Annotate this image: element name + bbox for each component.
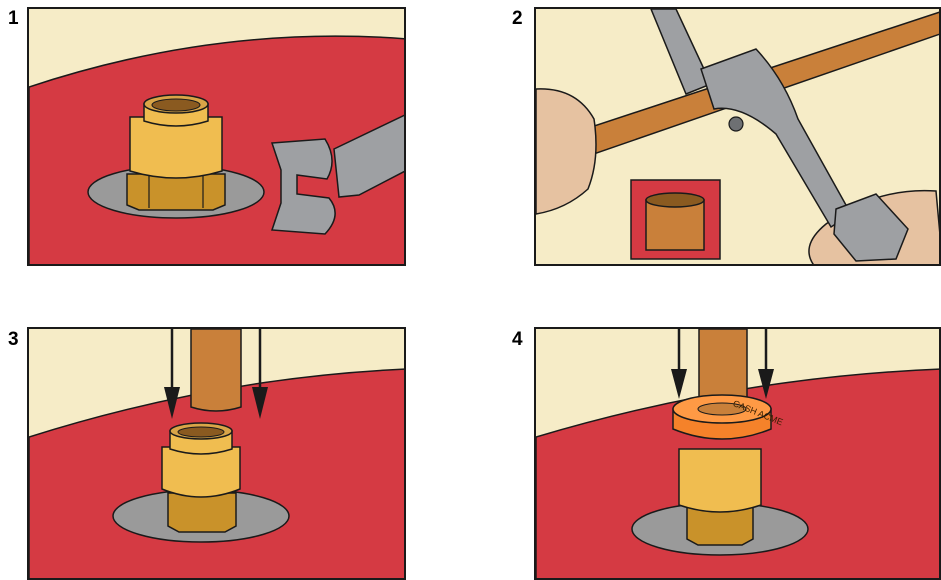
panel-2-illustration <box>536 9 941 266</box>
step-number-4: 4 <box>512 330 523 349</box>
panel-step-4: CASH ACME <box>534 327 941 580</box>
panel-step-1 <box>27 7 406 266</box>
copper-pipe <box>191 329 241 411</box>
brass-fitting <box>679 449 761 545</box>
brass-fitting <box>162 423 240 532</box>
down-arrow-icon-left <box>671 329 687 399</box>
step-number-3: 3 <box>8 330 19 349</box>
step-number-2: 2 <box>512 9 523 28</box>
panel-1-illustration <box>29 9 406 266</box>
panel-step-2 <box>534 7 941 266</box>
step-number-1: 1 <box>8 9 19 28</box>
left-hand <box>536 89 596 214</box>
panel-3-illustration <box>29 329 406 580</box>
panel-step-3 <box>27 327 406 580</box>
panel-4-illustration: CASH ACME <box>536 329 941 580</box>
cut-pipe-end <box>646 193 704 250</box>
